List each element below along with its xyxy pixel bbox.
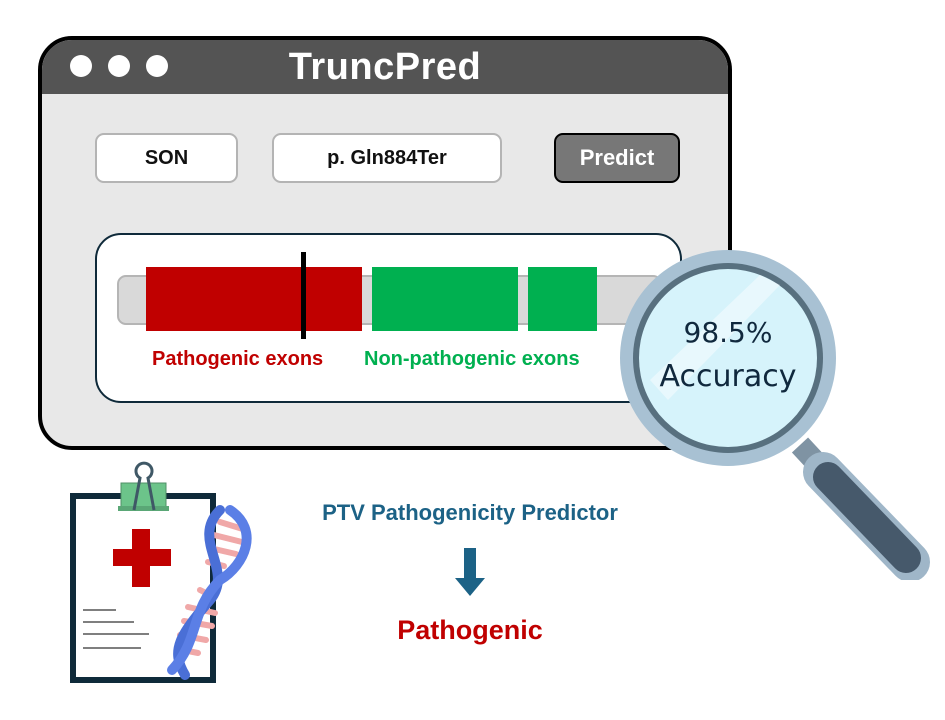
predict-button[interactable]: Predict (554, 133, 680, 183)
prediction-result: Pathogenic (397, 615, 543, 645)
app-window: TruncPred SON p. Gln884Ter Predict Patho… (38, 36, 732, 450)
legend-pathogenic: Pathogenic exons (152, 348, 324, 370)
non-pathogenic-exon (372, 267, 518, 331)
arrow-down-icon (455, 548, 485, 596)
variant-input[interactable]: p. Gln884Ter (272, 133, 502, 183)
magnifier-lens (639, 269, 817, 447)
predictor-subtitle: PTV Pathogenicity Predictor (322, 500, 618, 525)
magnifier-icon: 98.5% Accuracy (620, 250, 930, 580)
non-pathogenic-exon (528, 267, 597, 331)
medical-cross-icon (113, 529, 171, 587)
gene-input[interactable]: SON (95, 133, 238, 183)
legend-non-pathogenic: Non-pathogenic exons (364, 348, 580, 370)
app-title: TruncPred (288, 46, 482, 88)
magnifier-handle (791, 437, 930, 580)
dna-helix-icon (167, 505, 252, 680)
window-dot-minimize[interactable] (108, 55, 130, 77)
accuracy-label: Accuracy (660, 359, 797, 394)
window-dot-close[interactable] (70, 55, 92, 77)
window-dot-maximize[interactable] (146, 55, 168, 77)
accuracy-value: 98.5% (684, 316, 773, 349)
pathogenic-exon (146, 267, 362, 331)
truncation-site-marker (301, 252, 306, 339)
title-bar: TruncPred (42, 40, 728, 94)
clipboard-dna-illustration (70, 461, 252, 683)
lens-glare (650, 275, 780, 400)
binder-clip-icon (118, 461, 169, 511)
exon-panel: Pathogenic exons Non-pathogenic exons (95, 233, 682, 403)
clipboard-text-lines (83, 609, 149, 649)
